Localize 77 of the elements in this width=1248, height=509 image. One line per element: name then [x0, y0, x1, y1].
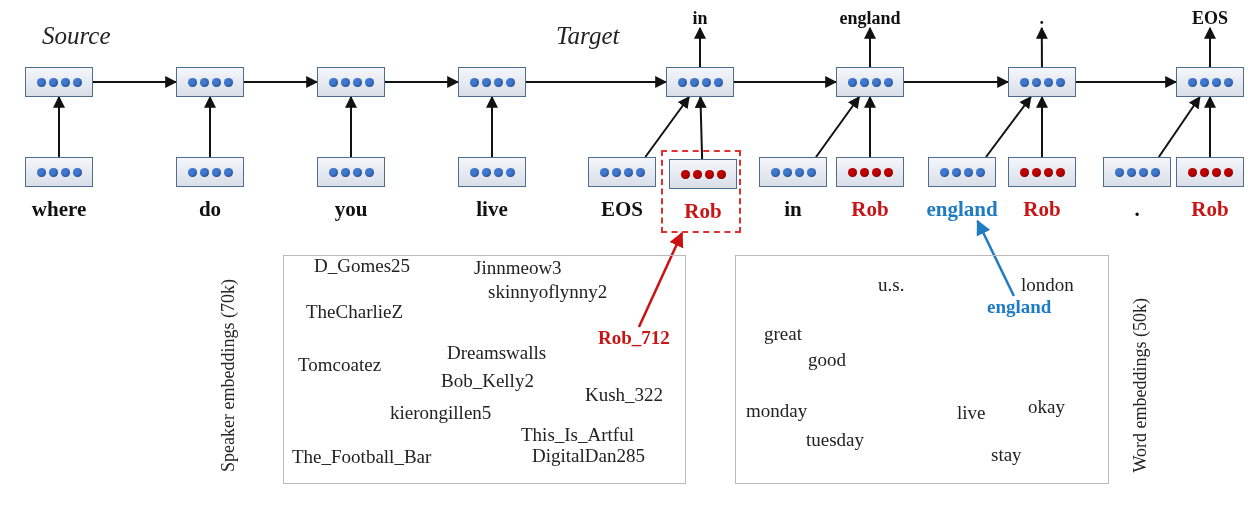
- embedding-point-label: Rob_712: [598, 327, 670, 349]
- arrow: [1204, 26, 1216, 68]
- arrow: [903, 76, 1010, 88]
- word-label: do: [198, 197, 222, 221]
- embedding-vector-box: [176, 67, 244, 97]
- output-word: EOS: [1192, 8, 1229, 28]
- embedding-point-label: good: [808, 349, 846, 371]
- section-heading: Target: [556, 22, 620, 50]
- embedding-point-label: tuesday: [806, 429, 865, 451]
- embedding-point-label: kierongillen5: [390, 402, 492, 424]
- arrow: [1157, 96, 1201, 158]
- arrow: [1204, 95, 1216, 158]
- embedding-point-label: TheCharlieZ: [306, 301, 404, 323]
- embedding-point-label: Bob_Kelly2: [441, 370, 534, 392]
- arrow: [694, 26, 706, 68]
- arrow: [1036, 95, 1048, 158]
- arrow: [694, 95, 707, 160]
- embedding-vector-box: [458, 67, 526, 97]
- word-label: where: [31, 197, 87, 221]
- word-label: Rob: [1023, 197, 1061, 221]
- embedding-point-label: Kush_322: [585, 384, 664, 406]
- arrow: [815, 96, 861, 158]
- word-label: Rob: [851, 197, 889, 221]
- axis-title: Speaker embeddings (70k): [217, 278, 239, 472]
- word-label: Rob: [1191, 197, 1229, 221]
- embedding-point-label: monday: [746, 400, 808, 422]
- arrow: [345, 95, 357, 158]
- embedding-vector-box: [666, 67, 734, 97]
- embedding-point-label: Tomcoatez: [298, 354, 382, 376]
- word-label: you: [334, 197, 368, 221]
- word-label: EOS: [601, 197, 643, 221]
- output-word: england: [839, 8, 901, 28]
- word-label: in: [784, 197, 802, 221]
- word-label: england: [926, 197, 998, 221]
- arrow: [53, 95, 65, 158]
- arrow: [1075, 76, 1178, 88]
- embedding-point-label: u.s.: [878, 274, 905, 296]
- embedding-point-label: The_Football_Bar: [292, 446, 432, 468]
- embedding-vector-box: [836, 67, 904, 97]
- word-label: .: [1134, 197, 1140, 221]
- embedding-vector-box: [25, 67, 93, 97]
- section-heading: Source: [42, 22, 111, 50]
- word-label: Rob: [684, 199, 722, 223]
- embedding-point-label: Jinnmeow3: [474, 257, 562, 279]
- embedding-point-label: Dreamswalls: [447, 342, 547, 364]
- arrow: [985, 96, 1032, 158]
- arrow: [976, 219, 1015, 297]
- arrow: [1035, 26, 1048, 68]
- embedding-point-label: DigitalDan285: [532, 445, 645, 467]
- embedding-point-label: england: [987, 296, 1052, 318]
- embedding-point-label: D_Gomes25: [314, 255, 411, 277]
- arrow: [486, 95, 498, 158]
- embedding-point-label: skinnyoflynny2: [488, 281, 608, 303]
- embedding-point-label: great: [764, 323, 802, 345]
- output-word: in: [692, 8, 708, 28]
- arrow: [92, 76, 178, 88]
- arrow: [864, 26, 876, 68]
- embedding-point-label: okay: [1028, 396, 1065, 418]
- arrow: [525, 76, 668, 88]
- arrow: [243, 76, 319, 88]
- output-word: .: [1039, 8, 1044, 28]
- embedding-point-label: london: [1021, 274, 1074, 296]
- embedding-point-label: live: [957, 402, 986, 424]
- embedding-vector-box: [1008, 67, 1076, 97]
- arrow: [733, 76, 838, 88]
- arrow: [864, 95, 876, 158]
- embedding-vector-box: [1176, 67, 1244, 97]
- arrow: [637, 231, 684, 328]
- highlight-box: [661, 150, 741, 233]
- arrow: [384, 76, 460, 88]
- arrow: [644, 96, 691, 158]
- embedding-point-label: stay: [991, 444, 1022, 466]
- embedding-point-label: This_Is_Artful: [521, 424, 634, 446]
- word-label: live: [476, 197, 508, 221]
- axis-title: Word embeddings (50k): [1129, 297, 1151, 472]
- embedding-vector-box: [317, 67, 385, 97]
- arrow: [204, 95, 216, 158]
